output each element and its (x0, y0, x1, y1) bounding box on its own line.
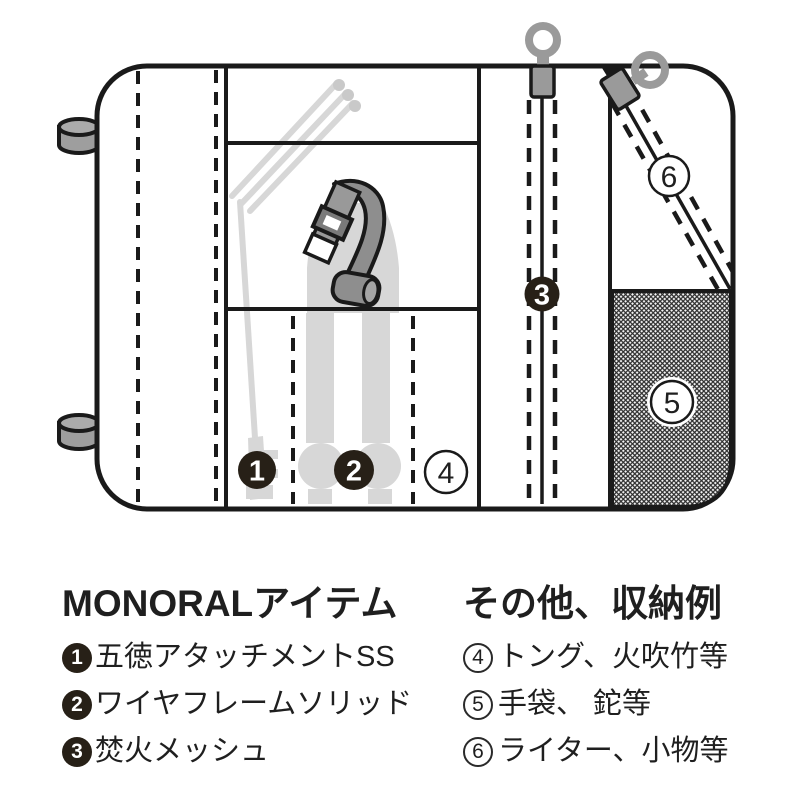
legend-item-list: 4 トング、火吹竹等 5 手袋、 鉈等 6 ライター、小物等 (463, 641, 729, 768)
legend-item-list: 1 五徳アタッチメントSS 2 ワイヤフレームソリッド 3 焚火メッシュ (62, 641, 412, 768)
marker-4: 4 (423, 449, 469, 495)
legend-item: 5 手袋、 鉈等 (463, 688, 729, 721)
legend-title: その他、収納例 (463, 583, 722, 624)
svg-text:5: 5 (664, 387, 681, 420)
snap-button-icon (57, 413, 101, 451)
zipper-pull-icon (525, 22, 561, 99)
snap-button-icon (57, 117, 101, 155)
item-label: トング、火吹竹等 (498, 641, 728, 673)
item-label: ライター、小物等 (498, 735, 729, 767)
case-outline (94, 63, 736, 512)
marker-5: 5 (647, 377, 697, 427)
svg-text:1: 1 (249, 455, 265, 487)
item-number-badge-outline: 4 (463, 642, 493, 673)
svg-text:2: 2 (346, 455, 362, 487)
item-label: ワイヤフレームソリッド (95, 688, 413, 720)
legend-item: 2 ワイヤフレームソリッド (62, 688, 412, 721)
svg-text:6: 6 (661, 161, 678, 194)
marker-2: 2 (334, 450, 374, 490)
zipper-pull-icon (599, 51, 669, 111)
svg-text:4: 4 (438, 457, 455, 490)
item-label: 五徳アタッチメントSS (95, 641, 395, 673)
item-label: 手袋、 鉈等 (498, 688, 652, 720)
legend-item: 3 焚火メッシュ (62, 735, 412, 768)
legend-other-storage: その他、収納例 4 トング、火吹竹等 5 手袋、 鉈等 6 ライター、小物等 (463, 582, 729, 782)
item-number-badge-filled: 2 (62, 689, 92, 720)
marker-1: 1 (238, 451, 276, 489)
svg-text:3: 3 (534, 279, 550, 311)
item-number-badge-filled: 1 (62, 642, 92, 673)
item-number-badge-outline: 6 (463, 736, 493, 767)
legend-item: 4 トング、火吹竹等 (463, 641, 729, 674)
diagram-svg: 1 2 3 4 5 6 (57, 22, 736, 512)
marker-6: 6 (647, 154, 691, 198)
legend-item: 6 ライター、小物等 (463, 735, 729, 768)
legend-title: MONORALアイテム (62, 583, 398, 624)
item-number-badge-filled: 3 (62, 736, 92, 767)
item-number-badge-outline: 5 (463, 689, 493, 720)
item-label: 焚火メッシュ (95, 735, 270, 767)
marker-3: 3 (524, 276, 560, 312)
organizer-case-diagram: 1 2 3 4 5 6 (57, 22, 736, 512)
legend-monoral-items: MONORALアイテム 1 五徳アタッチメントSS 2 ワイヤフレームソリッド … (62, 582, 412, 782)
legend-item: 1 五徳アタッチメントSS (62, 641, 412, 674)
velcro-strap-icon (302, 178, 387, 308)
